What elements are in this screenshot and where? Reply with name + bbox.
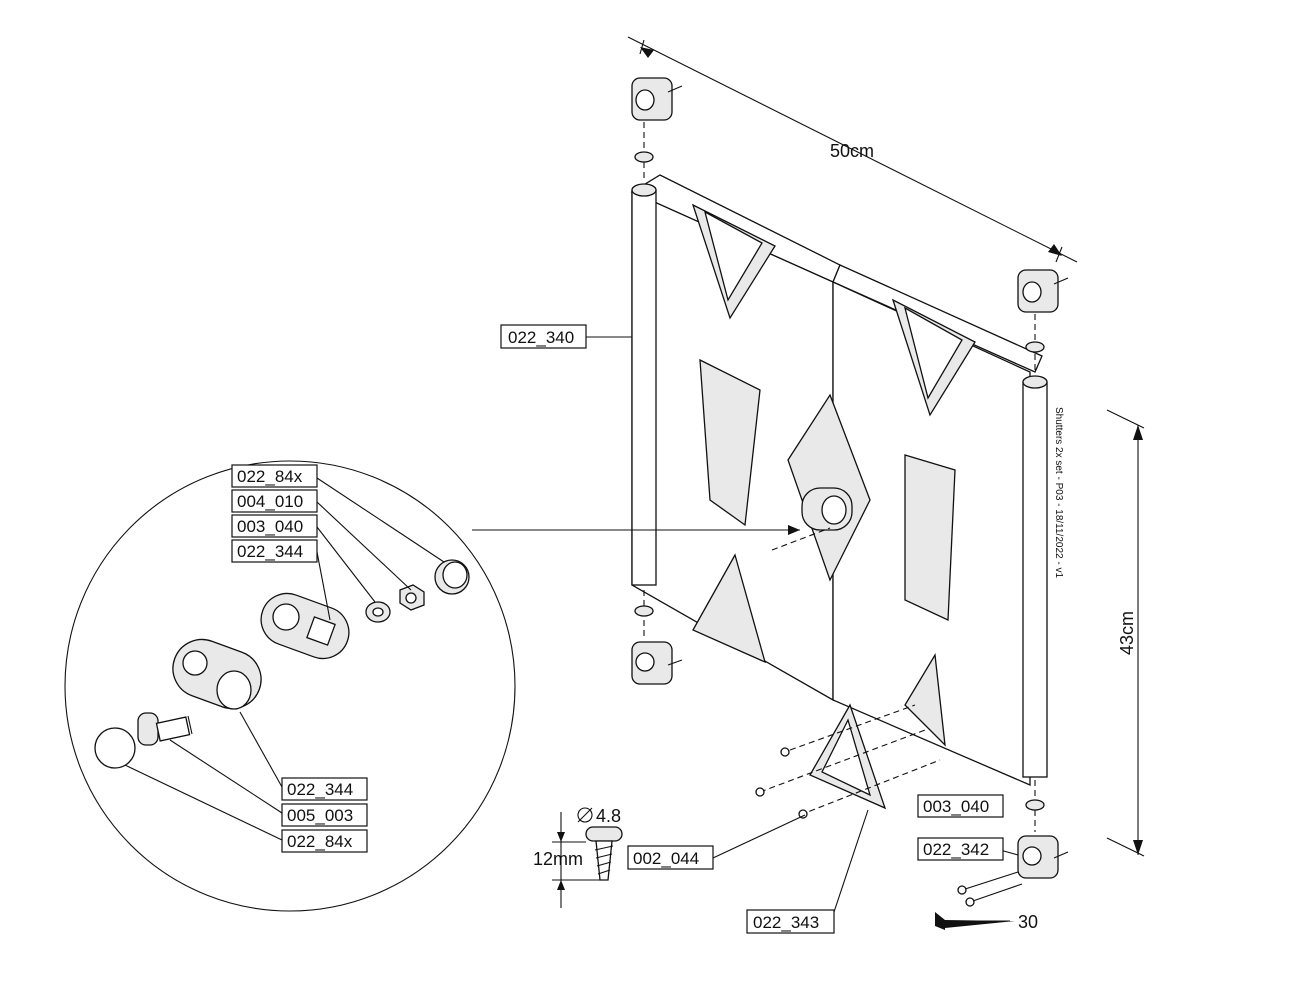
width-dimension: 50cm [627, 36, 1078, 263]
screw-length: 12mm [533, 849, 583, 869]
label-washer: 003_040 [917, 794, 1004, 818]
svg-text:005_003: 005_003 [287, 806, 353, 825]
inset-hinge-cap [434, 559, 470, 595]
revision-text: Shutters 2x set - P03 - 18/11/2022 - v1 [1053, 407, 1064, 578]
label-inset-hinge-a: 022_344 [231, 539, 318, 563]
svg-text:003_040: 003_040 [237, 517, 303, 536]
top-left-bracket [631, 77, 683, 180]
top-left-washer [634, 151, 654, 163]
label-bracket: 022_342 [917, 837, 1004, 861]
right-hinge-rod [1022, 381, 1048, 778]
label-inset-hinge-cap: 022_84x [231, 464, 318, 488]
label-panel: 022_340 [500, 324, 587, 349]
screw-detail: 4.8 12mm [533, 806, 623, 908]
svg-text:022_344: 022_344 [287, 780, 353, 799]
bottom-right-washer [1025, 799, 1045, 811]
svg-text:022_343: 022_343 [753, 913, 819, 932]
svg-text:022_344: 022_344 [237, 542, 303, 561]
inset-hinge-b [172, 638, 262, 710]
inset-screw [137, 712, 193, 746]
inset-hinge-a [260, 592, 350, 660]
inset-nut [399, 584, 425, 611]
top-right-bracket [1017, 269, 1069, 372]
right-lower-cutout [904, 653, 946, 747]
left-lower-triangle [692, 553, 766, 664]
top-right-washer [1025, 341, 1045, 353]
svg-text:022_342: 022_342 [923, 840, 989, 859]
svg-text:003_040: 003_040 [923, 797, 989, 816]
corner-plate [755, 703, 941, 819]
svg-text:022_84x: 022_84x [287, 832, 353, 851]
left-star-cutout [699, 358, 761, 527]
label-corner-plate: 022_343 [746, 909, 835, 934]
right-star-cutout [904, 454, 956, 621]
bottom-left-washer [634, 605, 654, 617]
height-dimension: 43cm [1106, 409, 1145, 857]
detail-inset [64, 460, 831, 912]
height-label: 43cm [1117, 611, 1137, 655]
svg-text:004_010: 004_010 [237, 492, 303, 511]
bottom-right-bracket [957, 780, 1069, 907]
svg-text:002_044: 002_044 [633, 849, 699, 868]
svg-text:022_84x: 022_84x [237, 467, 303, 486]
label-wood-screw: 002_044 [627, 845, 714, 870]
label-inset-cap: 022_84x [281, 829, 368, 853]
label-inset-screw: 005_003 [281, 803, 368, 827]
inset-cap [94, 727, 136, 769]
screw-diameter: 4.8 [596, 806, 621, 826]
bottom-left-bracket [631, 590, 683, 685]
long-screw-length: 30 [1018, 912, 1038, 932]
width-label: 50cm [830, 141, 874, 161]
long-screw: 30 [935, 912, 1038, 932]
label-inset-hinge-b: 022_344 [281, 777, 368, 801]
label-inset-nut: 004_010 [231, 489, 318, 513]
svg-text:022_340: 022_340 [508, 328, 574, 347]
left-hinge-rod [631, 189, 657, 586]
label-inset-washer: 003_040 [231, 514, 318, 538]
shutter-assembly [630, 174, 1048, 786]
screw-head [585, 826, 623, 842]
